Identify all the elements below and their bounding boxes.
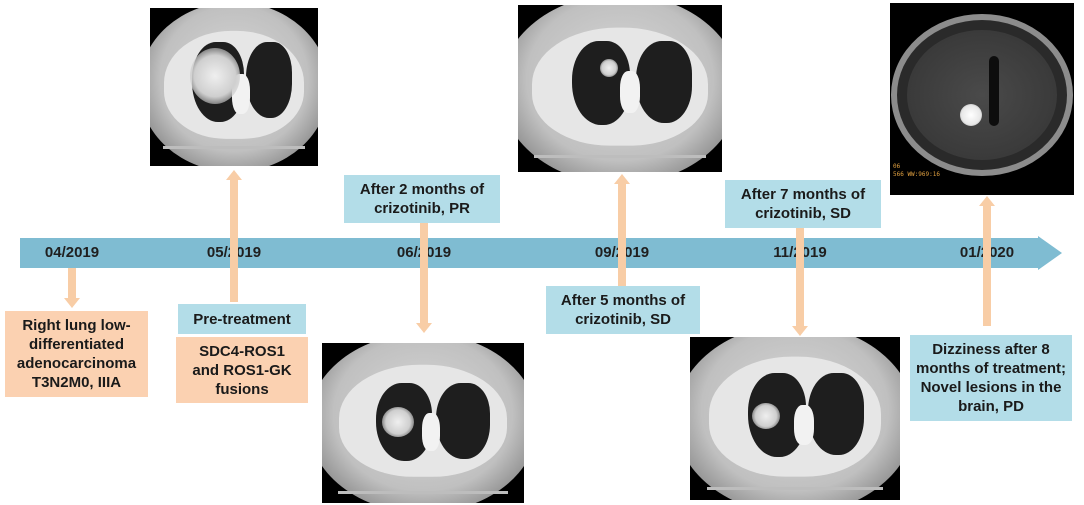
month2-box: After 2 months of crizotinib, PR <box>344 175 500 223</box>
month5-box: After 5 months of crizotinib, SD <box>546 286 700 334</box>
connector-arrowhead <box>614 174 630 184</box>
connector-arrowhead <box>979 196 995 206</box>
ct-scan-month2 <box>322 343 524 503</box>
fusions-box: SDC4-ROS1 and ROS1-GK fusions <box>176 337 308 403</box>
date-label: 04/2019 <box>44 244 100 261</box>
connector-arrowhead <box>226 170 242 180</box>
pretreatment-label: Pre-treatment <box>178 304 306 334</box>
connector-arrowhead <box>64 298 80 308</box>
mri-scan-month8: 06 566 WW:969:16 <box>890 3 1074 195</box>
connector-line <box>618 184 626 286</box>
timeline-axis <box>20 238 1040 268</box>
timeline-arrowhead <box>1038 236 1062 270</box>
ct-scan-pretreatment <box>150 8 318 166</box>
month7-box: After 7 months of crizotinib, SD <box>725 180 881 228</box>
month8-box: Dizziness after 8 months of treatment; N… <box>910 335 1072 421</box>
connector-arrowhead <box>792 326 808 336</box>
ct-scan-month7 <box>690 337 900 500</box>
mri-overlay-text: 566 WW:969:16 <box>893 171 940 178</box>
diagnosis-box: Right lung low- differentiated adenocarc… <box>5 311 148 397</box>
mri-overlay-text: 06 <box>893 163 901 170</box>
connector-arrowhead <box>416 323 432 333</box>
connector-line <box>983 206 991 326</box>
connector-line <box>796 228 804 326</box>
connector-line <box>230 180 238 302</box>
ct-scan-month5 <box>518 5 722 172</box>
connector-line <box>68 268 76 298</box>
connector-line <box>420 223 428 323</box>
